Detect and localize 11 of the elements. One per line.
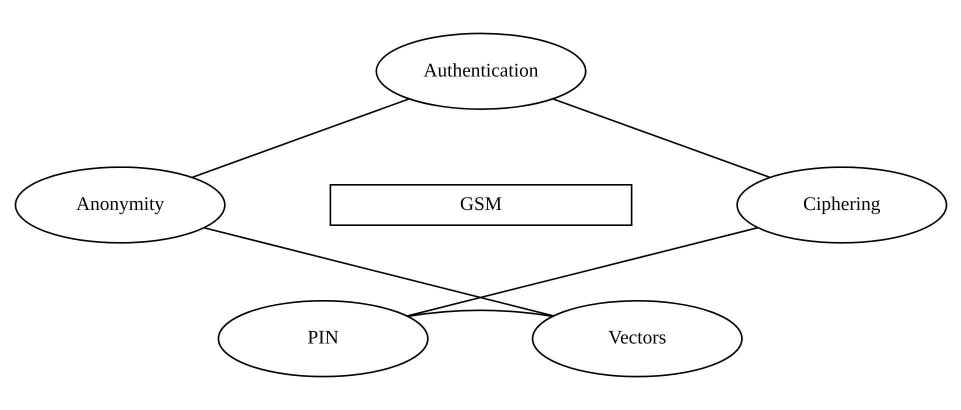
node-ellipse: Authentication [375, 32, 586, 110]
connector [407, 310, 552, 318]
node-box: GSM [329, 184, 632, 226]
connector [191, 98, 409, 178]
node-ellipse: Ciphering [736, 166, 947, 244]
connector [406, 226, 758, 317]
node-ellipse: Vectors [531, 300, 742, 378]
connector [552, 98, 770, 178]
node-ellipse: PIN [217, 300, 428, 378]
connector [204, 227, 554, 317]
node-ellipse: Anonymity [14, 166, 226, 244]
